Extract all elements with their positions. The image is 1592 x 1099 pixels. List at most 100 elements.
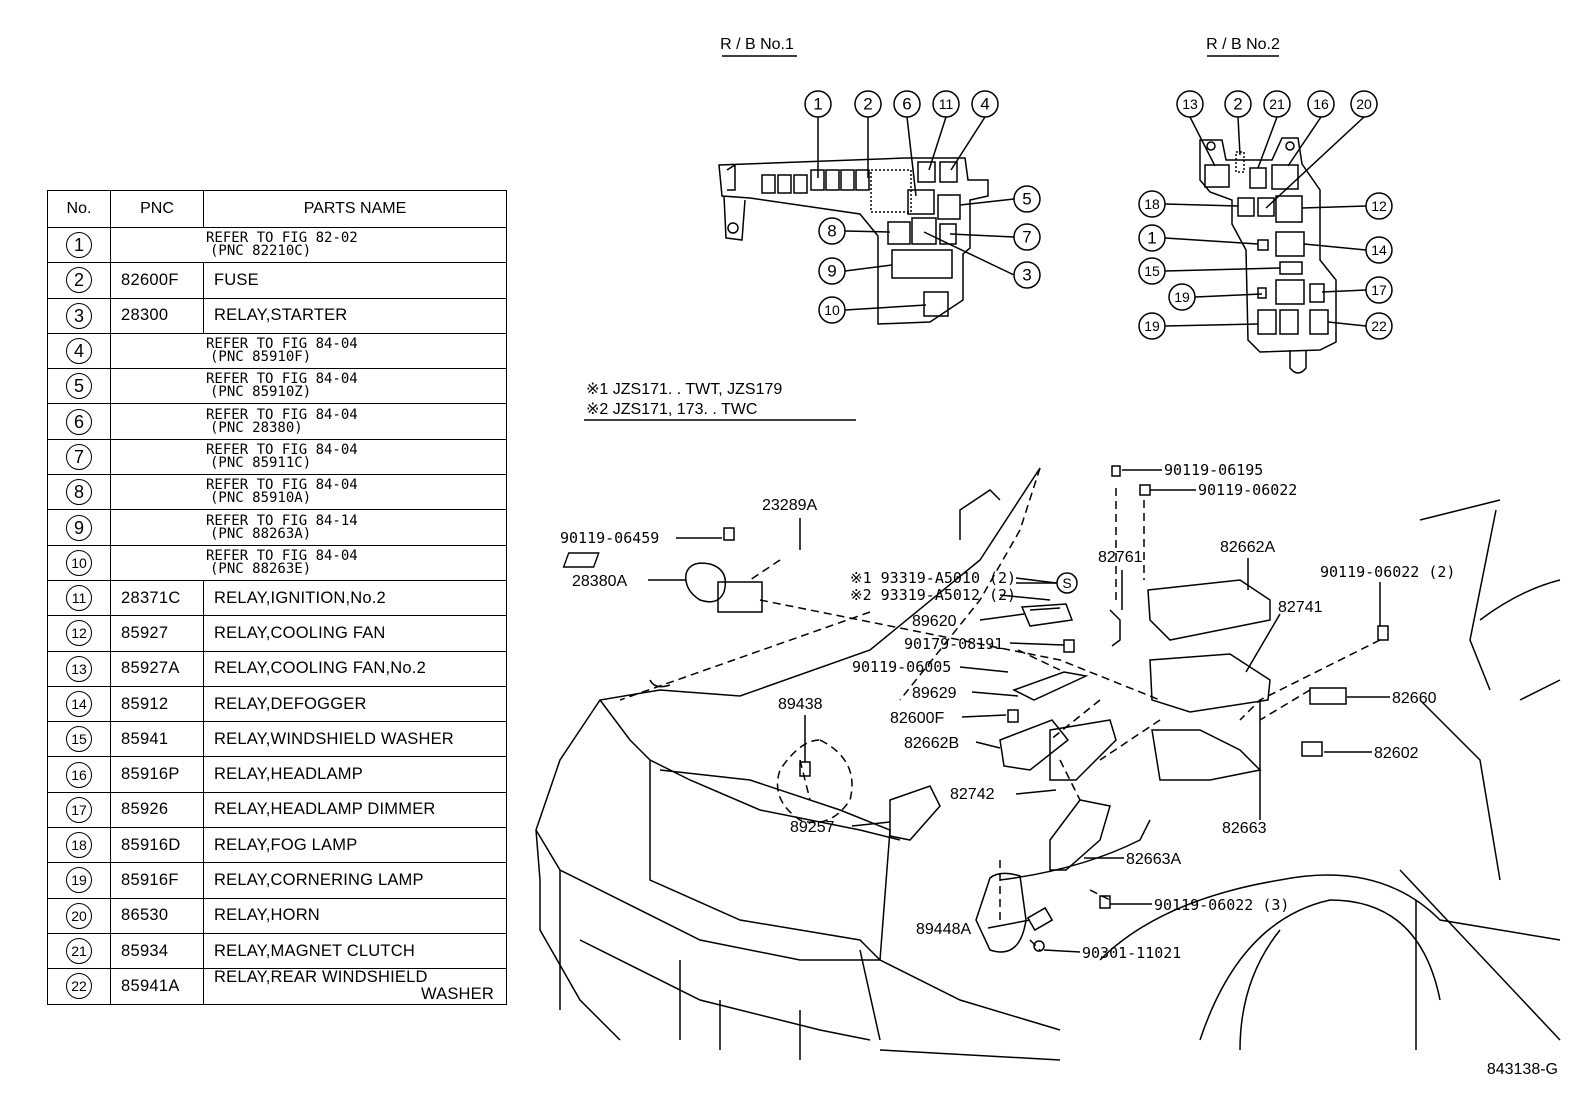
reference-text: REFER TO FIG 84-04 xyxy=(206,547,358,564)
row-number-cell: 11 xyxy=(47,579,111,617)
callout-5-label: 5 xyxy=(1022,190,1031,209)
rb1-title: R / B No.1 xyxy=(720,36,794,53)
reference-text: REFER TO FIG 82-02 xyxy=(206,230,358,247)
callout-17-label: 17 xyxy=(1371,282,1387,298)
part-labels: 90119-06195 90119-06022 23289A 90119-064… xyxy=(560,461,1455,962)
reference-pnc: (PNC 88263E) xyxy=(210,560,312,577)
label-90119-06195: 90119-06195 xyxy=(1164,461,1263,479)
reference-cell: REFER TO FIG 84-04(PNC 88263E) xyxy=(110,544,507,581)
label-28380A: 28380A xyxy=(572,573,627,590)
callout-6-label: 6 xyxy=(902,95,911,114)
callout-7-label: 7 xyxy=(1022,228,1031,247)
pnc-cell: 85926 xyxy=(110,791,204,829)
callout-13-label: 13 xyxy=(1182,96,1198,112)
label-90179-08191: 90179-08191 xyxy=(904,635,1003,653)
label-82600F: 82600F xyxy=(890,710,944,727)
reference-cell: REFER TO FIG 84-04(PNC 85910Z) xyxy=(110,368,507,405)
row-number-cell: 17 xyxy=(47,791,111,829)
figure-id: 843138-G xyxy=(1487,1061,1558,1078)
circled-number-icon: 9 xyxy=(66,514,92,541)
reference-pnc: (PNC 85911C) xyxy=(210,454,312,471)
circled-number-icon: 13 xyxy=(66,655,92,682)
reference-pnc: (PNC 85910F) xyxy=(210,349,312,366)
reference-pnc: (PNC 28380) xyxy=(210,419,303,436)
pnc-cell: 85912 xyxy=(110,685,204,723)
pnc-cell: 85927A xyxy=(110,650,204,687)
callout-11-label: 11 xyxy=(939,96,954,112)
label-93319-A5012: ※2 93319-A5012 (2) xyxy=(850,586,1016,604)
rb1-callouts xyxy=(804,90,1041,324)
label-90119-06459: 90119-06459 xyxy=(560,529,659,547)
label-90119-06005: 90119-06005 xyxy=(852,658,951,676)
parts-name-cell: RELAY,DEFOGGER xyxy=(203,685,507,723)
callout-15-label: 15 xyxy=(1144,263,1160,279)
parts-name-cell: RELAY,WINDSHIELD WASHER xyxy=(203,721,507,758)
parts-name-cell: RELAY,MAGNET CLUTCH xyxy=(203,932,507,970)
circled-number-icon: 18 xyxy=(66,832,92,859)
s-mark: S xyxy=(1062,575,1071,591)
label-93319-A5010: ※1 93319-A5010 (2) xyxy=(850,569,1016,587)
label-82662B: 82662B xyxy=(904,735,959,752)
pnc-cell: 28300 xyxy=(110,297,204,334)
reference-text: REFER TO FIG 84-04 xyxy=(206,406,358,423)
callout-1-label: 1 xyxy=(813,95,822,114)
parts-name-cell: RELAY,HORN xyxy=(203,897,507,934)
label-82741: 82741 xyxy=(1278,599,1323,616)
label-82663: 82663 xyxy=(1222,820,1267,837)
label-90301-11021: 90301-11021 xyxy=(1082,944,1181,962)
callout-19a-label: 19 xyxy=(1174,289,1190,305)
reference-text: REFER TO FIG 84-04 xyxy=(206,477,358,494)
label-23289A: 23289A xyxy=(762,497,817,514)
reference-cell: REFER TO FIG 84-04(PNC 28380) xyxy=(110,403,507,440)
parts-name-line-1: RELAY,REAR WINDSHIELD xyxy=(214,968,428,987)
table-row: 10 REFER TO FIG 84-04(PNC 88263E) xyxy=(47,544,507,581)
label-89448A: 89448A xyxy=(916,921,971,938)
circled-number-icon: 7 xyxy=(66,443,92,470)
pnc-cell: 85934 xyxy=(110,932,204,970)
circled-number-icon: 5 xyxy=(66,373,92,400)
circled-number-icon: 15 xyxy=(66,726,92,753)
circled-number-icon: 20 xyxy=(66,902,92,929)
circled-number-icon: 10 xyxy=(66,549,92,576)
callout-8-label: 8 xyxy=(827,222,836,241)
label-90119-06022: 90119-06022 xyxy=(1198,481,1297,499)
circled-number-icon: 12 xyxy=(66,620,92,647)
relay-block-1-drawing xyxy=(718,157,989,325)
callout-21-label: 21 xyxy=(1269,96,1285,112)
reference-text: REFER TO FIG 84-04 xyxy=(206,441,358,458)
header-pnc: PNC xyxy=(110,190,204,228)
rb2-callouts xyxy=(1138,90,1393,340)
pnc-cell: 85927 xyxy=(110,615,204,652)
callout-2b-label: 2 xyxy=(1233,95,1242,114)
callout-22-label: 22 xyxy=(1371,318,1387,334)
callout-19b-label: 19 xyxy=(1144,318,1160,334)
label-82602: 82602 xyxy=(1374,745,1419,762)
label-90119-06022-3: 90119-06022 (3) xyxy=(1154,896,1289,914)
circled-number-icon: 17 xyxy=(66,796,92,823)
circled-number-icon: 8 xyxy=(66,479,92,506)
label-82761: 82761 xyxy=(1098,549,1143,566)
label-89438: 89438 xyxy=(778,696,823,713)
label-82663A: 82663A xyxy=(1126,851,1181,868)
reference-pnc: (PNC 85910A) xyxy=(210,490,312,507)
label-82660: 82660 xyxy=(1392,690,1437,707)
parts-name-cell: RELAY,HEADLAMP xyxy=(203,756,507,793)
row-number-cell: 22 xyxy=(47,968,111,1005)
